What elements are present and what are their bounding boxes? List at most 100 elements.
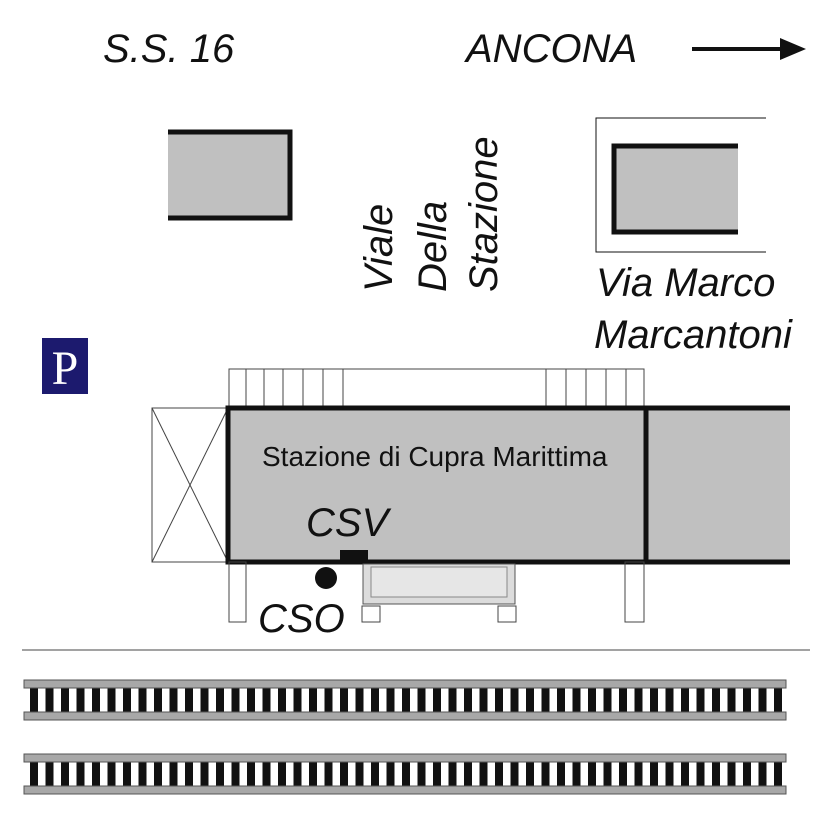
track-sleeper (417, 758, 426, 790)
track-sleeper (247, 758, 255, 790)
track-sleeper (30, 758, 38, 790)
track-sleeper (526, 684, 534, 716)
track-sleeper (650, 684, 658, 716)
track-sleeper (572, 758, 581, 790)
track-sleeper (262, 758, 271, 790)
track-sleeper (541, 684, 550, 716)
track-sleeper (774, 758, 782, 790)
track-sleeper (61, 758, 69, 790)
cso-label: CSO (258, 597, 345, 641)
track-sleeper (510, 758, 519, 790)
track-sleeper (758, 758, 767, 790)
track-sleeper (278, 758, 286, 790)
track-sleeper (200, 758, 209, 790)
rectangle-marker-icon (340, 550, 368, 562)
track-sleeper (45, 758, 54, 790)
track-sleeper (696, 758, 705, 790)
track-sleeper (340, 684, 348, 716)
track-sleeper (588, 684, 596, 716)
track-sleeper (309, 684, 317, 716)
track-sleeper (743, 758, 751, 790)
track-sleeper (433, 684, 441, 716)
track-sleeper (588, 758, 596, 790)
track-sleeper (448, 758, 457, 790)
track-sleeper (603, 684, 612, 716)
track-sleeper (169, 684, 178, 716)
track-sleeper (340, 758, 348, 790)
street-label-stazione: Stazione (462, 136, 506, 292)
track-rail (23, 753, 787, 763)
track-sleeper (76, 758, 85, 790)
track-sleeper (619, 684, 627, 716)
track-sleeper (433, 758, 441, 790)
track-sleeper (650, 758, 658, 790)
building-block-right (595, 117, 766, 253)
station-name: Stazione di Cupra Marittima (262, 441, 608, 472)
track-sleeper (231, 758, 240, 790)
track-sleeper (634, 758, 643, 790)
track-sleeper (386, 684, 395, 716)
track-sleeper (727, 684, 736, 716)
railway-track-2 (23, 753, 787, 795)
track-sleeper (557, 758, 565, 790)
track-sleeper (386, 758, 395, 790)
filled-circle-marker-icon (315, 567, 337, 589)
track-sleeper (712, 758, 720, 790)
track-sleeper (541, 758, 550, 790)
track-sleeper (495, 684, 503, 716)
track-sleeper (448, 684, 457, 716)
station-canopy (228, 368, 645, 409)
track-sleeper (402, 684, 410, 716)
track-rail (23, 679, 787, 689)
track-rail (23, 785, 787, 795)
track-sleeper (185, 758, 193, 790)
track-sleeper (169, 758, 178, 790)
track-sleeper (371, 758, 379, 790)
building-block-left (168, 129, 293, 221)
railway-track-1 (23, 679, 787, 721)
csv-label: CSV (306, 501, 392, 545)
track-sleeper (417, 684, 426, 716)
track-sleeper (665, 758, 674, 790)
track-sleeper (402, 758, 410, 790)
track-sleeper (758, 684, 767, 716)
track-sleeper (634, 684, 643, 716)
track-sleeper (45, 684, 54, 716)
station-building (225, 405, 790, 565)
street-label-viale: Viale (357, 204, 401, 292)
track-sleeper (76, 684, 85, 716)
railway-tracks (23, 679, 787, 795)
track-sleeper (526, 758, 534, 790)
track-sleeper (216, 758, 224, 790)
track-sleeper (355, 684, 364, 716)
track-sleeper (123, 758, 131, 790)
track-sleeper (479, 684, 488, 716)
parking-sign-letter: P (52, 342, 79, 395)
track-sleeper (30, 684, 38, 716)
track-sleeper (216, 684, 224, 716)
crossed-annex (151, 407, 229, 563)
track-sleeper (231, 684, 240, 716)
road-label: S.S. 16 (103, 27, 235, 71)
track-sleeper (510, 684, 519, 716)
track-sleeper (324, 758, 333, 790)
platform-box (362, 563, 516, 605)
track-sleeper (107, 684, 116, 716)
track-sleeper (293, 758, 302, 790)
track-sleeper (200, 684, 209, 716)
street-label-della: Della (411, 201, 455, 292)
track-sleeper (138, 684, 147, 716)
track-sleeper (712, 684, 720, 716)
track-sleeper (681, 758, 689, 790)
track-sleeper (185, 684, 193, 716)
track-sleeper (154, 684, 162, 716)
street-label-marcantoni: Marcantoni (594, 313, 793, 357)
track-sleeper (495, 758, 503, 790)
track-sleeper (262, 684, 271, 716)
track-sleeper (557, 684, 565, 716)
track-sleeper (293, 684, 302, 716)
track-sleeper (572, 684, 581, 716)
track-sleeper (123, 684, 131, 716)
track-sleeper (696, 684, 705, 716)
